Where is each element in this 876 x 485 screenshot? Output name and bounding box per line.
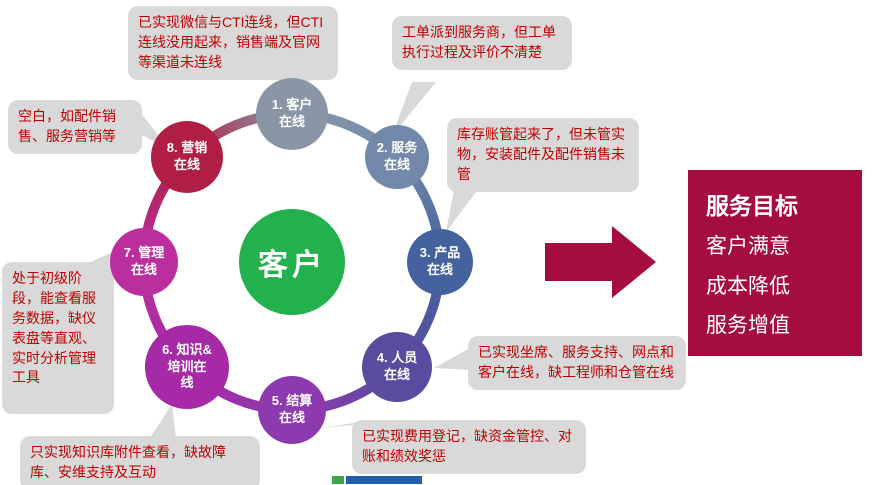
goal-item-customer-satisfaction: 客户满意 xyxy=(706,235,790,259)
callout-customer-online: 已实现微信与CTI连线，但CTI连线没用起来，销售端及官网等渠道未连线 xyxy=(128,6,338,80)
node-marketing-online: 8. 营销 在线 xyxy=(151,121,223,193)
goal-item-cost-reduction: 成本降低 xyxy=(706,274,790,298)
center-customer-circle: 客户 xyxy=(239,209,345,315)
arrow-right-icon xyxy=(545,226,656,298)
callout-management-online: 处于初级阶段，能查看服务数据，缺仪表盘等直观、实时分析管理工具 xyxy=(2,262,114,414)
service-goal-box: 服务目标 客户满意 成本降低 服务增值 xyxy=(688,170,862,356)
callout-tail-2 xyxy=(392,82,436,136)
node-settlement-online: 5. 结算 在线 xyxy=(258,376,326,444)
callout-marketing-online: 空白，如配件销售、服务营销等 xyxy=(8,100,142,154)
footer-logo-green-block xyxy=(332,476,344,484)
callout-product-online: 库存账管起来了，但未管实物，安装配件及配件销售未管 xyxy=(447,118,639,192)
node-personnel-online: 4. 人员 在线 xyxy=(362,332,432,402)
callout-settlement-online: 已实现费用登记，缺资金管控、对账和绩效奖惩 xyxy=(352,420,586,474)
node-customer-online: 1. 客户 在线 xyxy=(256,78,328,150)
node-management-online: 7. 管理 在线 xyxy=(110,228,178,296)
goal-item-service-value: 服务增值 xyxy=(706,313,790,337)
node-product-online: 3. 产品 在线 xyxy=(407,229,473,295)
callout-knowledge-training-online: 只实现知识库附件查看，缺故障库、安维支持及互动 xyxy=(20,436,260,485)
callout-service-online: 工单派到服务商，但工单执行过程及评价不清楚 xyxy=(392,16,572,70)
node-service-online: 2. 服务 在线 xyxy=(365,125,429,189)
callout-tail-6 xyxy=(150,404,176,438)
footer-logo-blue-block xyxy=(346,476,422,484)
goal-title: 服务目标 xyxy=(706,193,798,220)
callout-personnel-online: 已实现坐席、服务支持、网点和客户在线，缺工程师和仓管在线 xyxy=(468,336,686,390)
callout-tail-3 xyxy=(446,184,482,232)
callout-tail-4 xyxy=(434,348,470,370)
node-knowledge-training-online: 6. 知识& 培训在 线 xyxy=(145,325,229,409)
